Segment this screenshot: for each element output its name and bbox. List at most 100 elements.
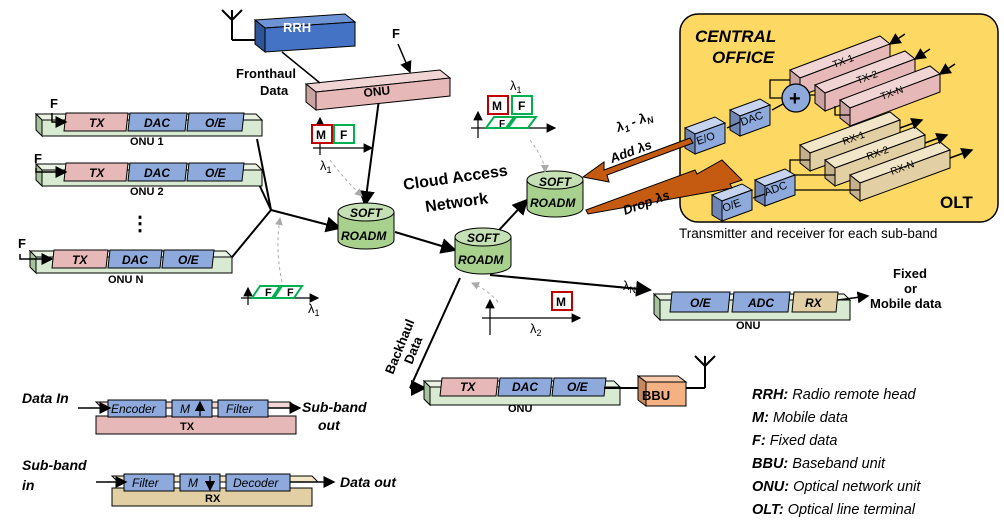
tx-module-n: TX-N [839, 65, 941, 128]
roadm-mid-l1: SOFT [467, 231, 501, 245]
onu-row-input: F [34, 151, 42, 166]
fiber-links [227, 91, 652, 396]
tx-out-label-2: out [318, 417, 341, 433]
spectrum-bottom-mid-lambda: λ2 [530, 321, 542, 338]
tx-m: M [180, 402, 190, 416]
backhaul-oe: O/E [567, 380, 589, 394]
top-onu-input: F [392, 26, 400, 41]
roadm-left-l2: ROADM [341, 229, 387, 243]
backhaul-tx: TX [460, 380, 476, 394]
co-adc: ADC [753, 168, 797, 207]
drop-arrow [585, 159, 743, 215]
fronthaul-label-2: Data [260, 83, 289, 98]
lambda-range-label: λ1 - λN [613, 108, 656, 137]
onu-row-dac: DAC [144, 166, 170, 180]
legend-item: OLT: Optical line terminal [752, 502, 916, 518]
spectrum-bottom-left-lambda: λ1 [308, 301, 320, 318]
rx-in-label-1: Sub-band [22, 457, 87, 473]
lambda-n-label: λN [623, 278, 636, 295]
right-onu-oe: O/E [690, 296, 712, 310]
rx-m: M [188, 476, 198, 490]
onu-row-oe: O/E [178, 253, 200, 267]
bbu-label: BBU [642, 388, 670, 403]
onu-row-tx: TX [89, 166, 105, 180]
spectrum-top-mid-lambda: λ1 [510, 78, 522, 95]
rx-filter: Filter [132, 476, 160, 490]
rx-module-n: RX-N [848, 141, 952, 203]
rx-decoder: Decoder [233, 476, 279, 490]
fronthaul-label-1: Fronthaul [236, 66, 296, 81]
backhaul-onu: TX DAC O/E ONU [422, 377, 622, 415]
co-dac: DAC [728, 98, 772, 137]
right-onu-out-1: Fixed [893, 266, 927, 281]
spectrum-top-mid: λ1 M F F [471, 78, 557, 173]
rrh-label: RRH [283, 20, 311, 35]
cloud-label-1: Cloud Access [402, 162, 509, 193]
cloud-label-2: Network [424, 190, 489, 216]
onu-row: TX DAC O/E ONU 2 F [34, 151, 264, 198]
add-arrow [581, 137, 694, 183]
bbu: BBU [636, 375, 688, 407]
legend-item: F: Fixed data [752, 433, 837, 449]
spectrum-top-left: M F λ1 [311, 116, 374, 197]
right-onu-out-2: or [904, 281, 917, 296]
rx-detail: Filter M Decoder RX [110, 473, 320, 507]
right-onu-out-3: Mobile data [870, 296, 942, 311]
legend: RRH: Radio remote head M: Mobile data F:… [752, 387, 921, 518]
right-onu-name: ONU [736, 320, 761, 332]
tx-encoder: Encoder [111, 402, 157, 416]
central-office-title-1: CENTRAL [695, 27, 776, 46]
roadm-left-l1: SOFT [350, 206, 384, 220]
onu-row-tx: TX [89, 116, 105, 130]
roadm-right: SOFT ROADM [526, 170, 584, 218]
onu-row-oe: O/E [205, 166, 227, 180]
rx-in-label-2: in [22, 477, 34, 493]
roadm-mid: SOFT ROADM [454, 227, 512, 275]
legend-item: BBU: Baseband unit [752, 456, 886, 472]
tx-filter: Filter [226, 402, 254, 416]
onu-row-input: F [18, 236, 26, 251]
bbu-antenna-icon [686, 355, 716, 389]
rx-name: RX [205, 493, 221, 505]
onu-row-name: ONU 2 [130, 186, 164, 198]
central-office: CENTRAL OFFICE OLT TX-1 TX-2 TX-N [679, 13, 999, 223]
onu-dots: ⋮ [130, 213, 150, 235]
olt-label: OLT [940, 193, 973, 212]
spectrum-bottom-left-f2: F [287, 287, 294, 299]
roadm-left: SOFT ROADM [337, 202, 395, 250]
legend-item: ONU: Optical network unit [752, 479, 921, 495]
top-onu: ONU [304, 69, 452, 112]
tx-detail: Encoder M Filter TX [94, 399, 298, 435]
onu-row-tx: TX [72, 253, 88, 267]
spectrum-top-left-m: M [316, 128, 326, 142]
onu-row-dac: DAC [122, 253, 148, 267]
roadm-right-l1: SOFT [539, 175, 573, 189]
onu-row-name: ONU N [108, 274, 144, 286]
backhaul-dac: DAC [512, 380, 538, 394]
rrh-antenna-icon [221, 9, 255, 41]
onu-row: TX DAC O/E ONU 1 F [34, 96, 264, 148]
spectrum-top-mid-f2: F [499, 119, 505, 130]
onu-row-name: ONU 1 [130, 136, 164, 148]
onu-row-dac: DAC [144, 116, 170, 130]
co-eo: E/O [683, 116, 727, 155]
right-onu-rx: RX [805, 296, 823, 310]
combiner: + [781, 83, 811, 113]
rrh: RRH [253, 13, 357, 54]
spectrum-bottom-mid-m: M [556, 295, 566, 309]
tx-out-label-1: Sub-band [302, 399, 367, 415]
roadm-right-l2: ROADM [530, 196, 576, 210]
tx-in-label: Data In [22, 390, 69, 406]
rx-out-label: Data out [340, 474, 397, 490]
tx-name: TX [180, 421, 195, 433]
spectrum-bottom-left-f1: F [265, 287, 272, 299]
onu-row-input: F [50, 96, 58, 111]
olt-caption: Transmitter and receiver for each sub-ba… [679, 226, 937, 241]
spectrum-top-mid-f: F [518, 99, 525, 113]
plus-symbol: + [789, 88, 801, 110]
co-oe: O/E [710, 183, 754, 222]
spectrum-top-mid-m: M [492, 99, 502, 113]
spectrum-bottom-mid: M λ2 [471, 282, 582, 338]
spectrum-bottom-left: F F λ1 [241, 217, 320, 318]
